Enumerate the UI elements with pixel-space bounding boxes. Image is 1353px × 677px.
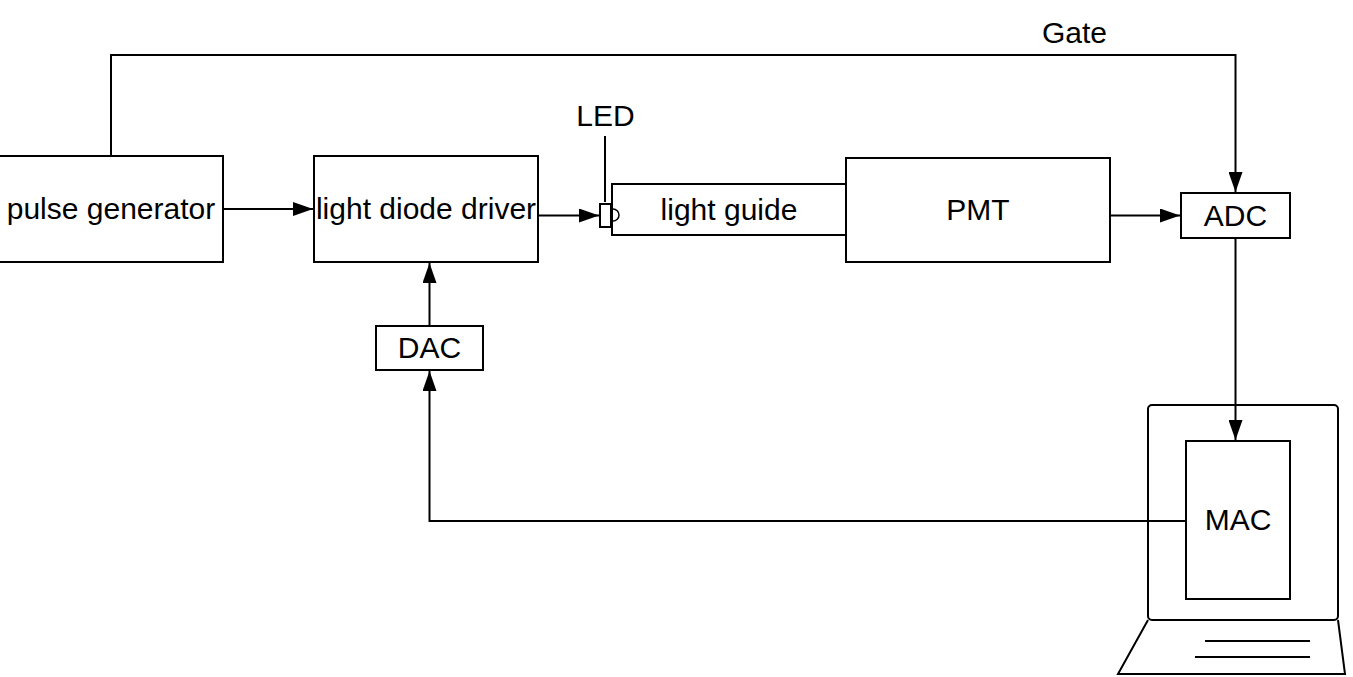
node-label: ADC	[1204, 200, 1267, 232]
node-label: PMT	[946, 194, 1009, 226]
process-box: ADC	[1180, 192, 1291, 239]
keyboard-base	[1118, 620, 1345, 674]
node-label: light guide	[661, 194, 798, 226]
node-label: light diode driver	[316, 193, 536, 225]
process-box: DAC	[375, 325, 484, 371]
process-box: PMT	[845, 157, 1111, 263]
node-label: pulse generator	[7, 193, 215, 225]
signal-connector	[1111, 215, 1180, 217]
screen-box: MAC	[1185, 440, 1291, 600]
keyboard-line	[1195, 656, 1310, 658]
signal-connector	[224, 208, 313, 210]
signal-connector	[1235, 239, 1237, 440]
keyboard-line	[1205, 640, 1310, 642]
process-box: pulse generator	[0, 155, 224, 263]
node-label: MAC	[1205, 504, 1272, 536]
signal-label: Gate	[1040, 16, 1109, 50]
leader-line	[604, 136, 606, 202]
node-label: DAC	[398, 332, 461, 364]
signal-connector	[539, 215, 599, 217]
node-label: LED	[576, 100, 634, 132]
signal-connector	[111, 55, 1236, 192]
monitor-outline	[1148, 405, 1338, 620]
signal-connector	[430, 371, 1186, 521]
signal-connector	[429, 263, 431, 325]
process-box: light diode driver	[313, 155, 539, 263]
led-symbol	[613, 209, 619, 221]
light-guide-box: light guide	[611, 183, 847, 236]
